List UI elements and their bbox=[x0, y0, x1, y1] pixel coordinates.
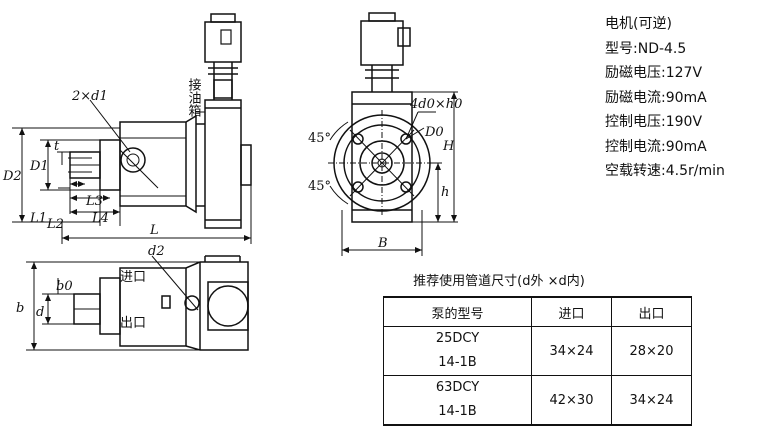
dim-4d0xh0: 4d0×h0 bbox=[409, 97, 462, 112]
pipe-table-title: 推荐使用管道尺寸(d外 ×d内) bbox=[413, 274, 585, 289]
row-2-outlet: 34×24 bbox=[611, 375, 692, 426]
header-inlet: 进口 bbox=[531, 296, 612, 327]
side-motor bbox=[360, 20, 404, 66]
motor-spec-no-load-speed: 空载转速:4.5r/min bbox=[605, 163, 725, 179]
dim-L1: L1 bbox=[29, 211, 47, 226]
table-header-row: 泵的型号 进口 出口 bbox=[383, 296, 692, 327]
dim-D2: D2 bbox=[2, 169, 22, 184]
dim-d2: d2 bbox=[148, 244, 165, 259]
table-row: 25DCY 14-1B 34×24 28×20 bbox=[383, 326, 692, 376]
angle-top: 45° bbox=[308, 131, 331, 146]
motor-body bbox=[204, 21, 242, 63]
dim-d: d bbox=[36, 305, 44, 320]
motor-spec-title: 电机(可逆) bbox=[605, 16, 672, 32]
row-1-inlet: 34×24 bbox=[531, 326, 612, 376]
side-housing bbox=[351, 91, 413, 223]
row-1-outlet: 28×20 bbox=[611, 326, 692, 376]
row-1-model: 25DCY 14-1B bbox=[383, 326, 532, 376]
row-1-model-line2: 14-1B bbox=[438, 355, 477, 370]
bottom-port-box bbox=[207, 281, 249, 331]
oil-tank-label: 接油箱 bbox=[186, 77, 202, 117]
port-in-label: 进口 bbox=[120, 270, 146, 285]
valve-stem bbox=[213, 79, 233, 99]
row-2-model-line2: 14-1B bbox=[438, 404, 477, 419]
table-row: 63DCY 14-1B 42×30 34×24 bbox=[383, 375, 692, 426]
pipe-size-table: 泵的型号 进口 出口 25DCY 14-1B 34×24 28×20 63DCY… bbox=[383, 296, 692, 426]
mounting-flange bbox=[99, 139, 121, 191]
motor-spec-model: 型号:ND-4.5 bbox=[605, 40, 687, 57]
port-circle bbox=[120, 147, 146, 173]
motor-spec-control-voltage: 控制电压:190V bbox=[605, 114, 703, 130]
dim-H: H bbox=[442, 139, 455, 154]
header-outlet: 出口 bbox=[611, 296, 692, 327]
motor-spec-excitation-current: 励磁电流:90mA bbox=[605, 89, 707, 106]
front-view bbox=[68, 13, 252, 229]
row-2-model-line1: 63DCY bbox=[435, 380, 480, 395]
dim-D1: D1 bbox=[29, 159, 49, 174]
bottom-port-circle bbox=[184, 295, 200, 311]
side-view-dimensions bbox=[328, 91, 458, 256]
motor-cap bbox=[210, 13, 236, 23]
bottom-flange bbox=[99, 277, 121, 335]
motor-spec-block: 电机(可逆) 型号:ND-4.5 励磁电压:127V 励磁电流:90mA 控制电… bbox=[605, 12, 725, 184]
front-view-dimensions bbox=[12, 99, 252, 244]
dim-L4: L4 bbox=[91, 211, 109, 226]
dim-t: t bbox=[54, 139, 60, 154]
dim-2xd1: 2×d1 bbox=[71, 89, 108, 104]
vertical-housing bbox=[204, 99, 242, 229]
dim-L: L bbox=[149, 223, 159, 238]
dim-L3: L3 bbox=[85, 194, 103, 209]
dim-D0: D0 bbox=[424, 125, 444, 140]
dim-h: h bbox=[441, 185, 449, 200]
bottom-pump-body bbox=[119, 261, 249, 351]
row-1-model-line1: 25DCY bbox=[435, 331, 480, 346]
bottom-view bbox=[73, 255, 249, 351]
angle-bottom: 45° bbox=[308, 179, 331, 194]
motor-spec-excitation-voltage: 励磁电压:127V bbox=[605, 65, 703, 81]
pump-body bbox=[119, 114, 197, 214]
dim-L2: L2 bbox=[46, 217, 64, 232]
row-2-inlet: 42×30 bbox=[531, 375, 612, 426]
port-out-label: 出口 bbox=[120, 316, 146, 331]
row-2-model: 63DCY 14-1B bbox=[383, 375, 532, 426]
header-pump-model: 泵的型号 bbox=[383, 296, 532, 327]
motor-spec-control-current: 控制电流:90mA bbox=[605, 138, 707, 155]
dim-b0: b0 bbox=[56, 279, 73, 294]
bottom-view-dimensions bbox=[26, 255, 200, 351]
dim-B: B bbox=[377, 236, 388, 251]
dim-b: b bbox=[16, 301, 24, 316]
